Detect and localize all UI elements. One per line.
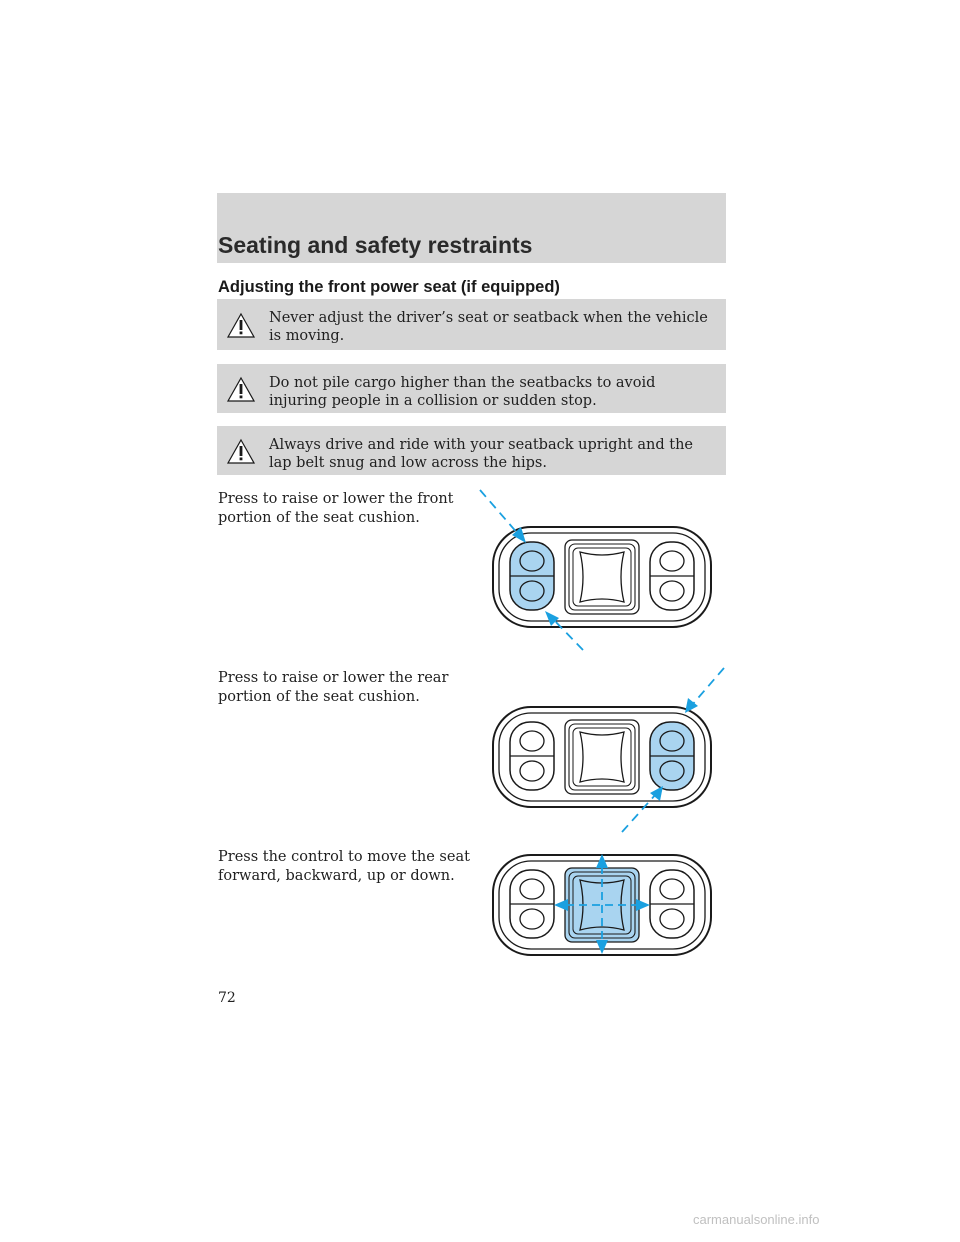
arrow-right — [636, 899, 650, 911]
direction-arrows — [566, 866, 638, 944]
page-number: 72 — [218, 990, 236, 1006]
front-cushion-switch — [509, 869, 555, 939]
subsection-title: Adjusting the front power seat (if equip… — [218, 278, 560, 296]
center-seat-control — [564, 539, 640, 615]
watermark: carmanualsonline.info — [693, 1212, 820, 1227]
instruction-front-cushion: Press to raise or lower the front portio… — [218, 491, 454, 526]
blue-arrow — [691, 667, 725, 706]
rear-cushion-switch — [649, 541, 695, 611]
warning-text: Always drive and ride with your seatback… — [269, 437, 693, 471]
arrow-head — [545, 611, 559, 626]
instruction-seat-position: Press the control to move the seat forwa… — [218, 849, 470, 884]
warning-box-3: Always drive and ride with your seatback… — [217, 426, 726, 475]
warning-triangle-icon — [226, 312, 256, 338]
front-cushion-switch — [509, 541, 555, 611]
seat-position-control-diagram — [492, 854, 712, 956]
arrow-left — [554, 899, 568, 911]
arrow-head — [512, 527, 526, 543]
blue-arrow — [621, 793, 657, 833]
warning-text: Do not pile cargo higher than the seatba… — [269, 375, 656, 409]
blue-arrow — [479, 489, 520, 536]
warning-box-2: Do not pile cargo higher than the seatba… — [217, 364, 726, 413]
warning-box-1: Never adjust the driver’s seat or seatba… — [217, 299, 726, 350]
arrow-down — [596, 940, 608, 954]
center-seat-control — [564, 719, 640, 795]
rear-cushion-switch — [649, 721, 695, 791]
arrow-head — [685, 698, 698, 713]
warning-triangle-icon — [226, 438, 256, 464]
front-cushion-switch-diagram — [479, 489, 712, 651]
header-band — [217, 193, 726, 263]
arrow-up — [596, 854, 608, 868]
blue-arrow — [551, 617, 584, 651]
arrow-head — [650, 786, 663, 801]
rear-cushion-switch-diagram — [492, 667, 725, 833]
instruction-rear-cushion: Press to raise or lower the rear portion… — [218, 670, 449, 705]
warning-text: Never adjust the driver’s seat or seatba… — [269, 310, 708, 344]
section-title: Seating and safety restraints — [218, 232, 533, 258]
rear-cushion-switch — [649, 869, 695, 939]
warning-triangle-icon — [226, 376, 256, 402]
front-cushion-switch — [509, 721, 555, 791]
